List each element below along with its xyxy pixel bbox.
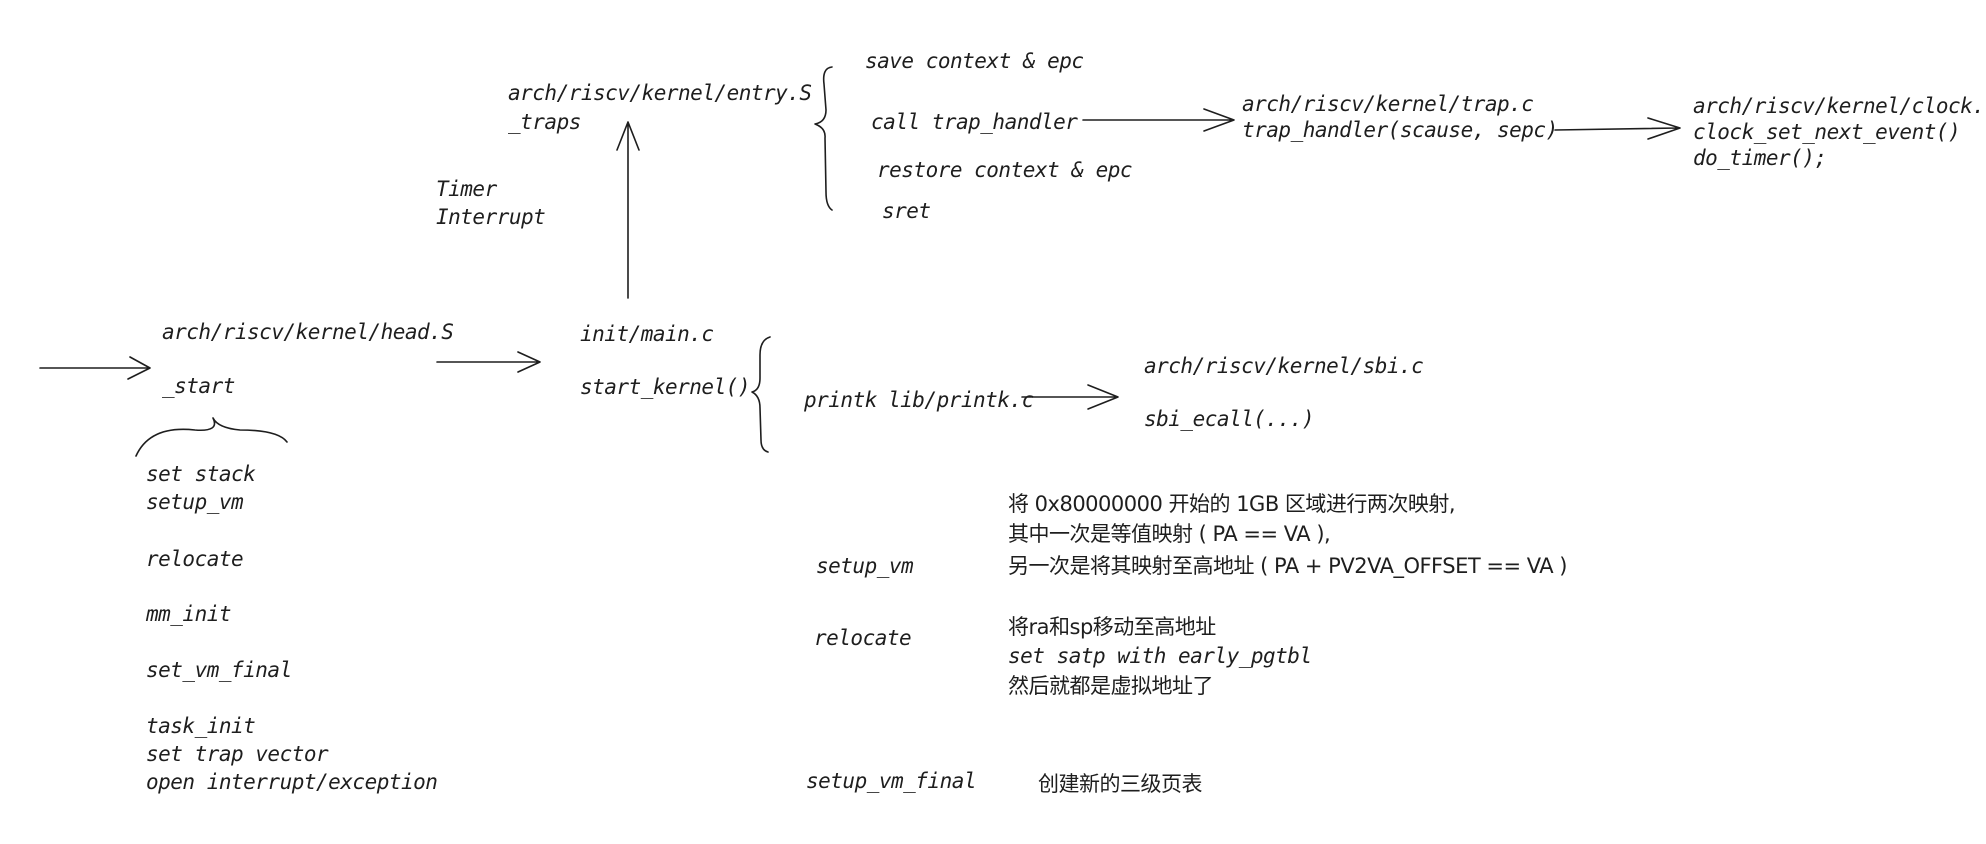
- traps-step-restore-context: restore context & epc: [877, 158, 1133, 182]
- clock-func1-label: clock_set_next_event(): [1693, 120, 1961, 144]
- note-relocate-line3: 然后就都是虚拟地址了: [1008, 674, 1214, 698]
- arrow-trap-to-clock: [1554, 117, 1681, 140]
- start-step-set-vm-final: set_vm_final: [146, 658, 292, 682]
- start-step-set-stack: set stack: [146, 462, 256, 486]
- note-setup-vm-line2: 其中一次是等值映射 ( PA == VA ),: [1008, 522, 1331, 546]
- arrow-entry-to-head: [39, 356, 151, 380]
- sbi-func-label: sbi_ecall(...): [1144, 407, 1315, 431]
- timer-label-line2: Interrupt: [436, 205, 546, 229]
- note-setup-vm-label: setup_vm: [816, 554, 914, 578]
- note-relocate-line1: 将ra和sp移动至高地址: [1008, 615, 1216, 639]
- note-relocate-line2: set satp with early_pgtbl: [1008, 644, 1312, 668]
- start-step-mm-init: mm_init: [146, 602, 232, 626]
- trap-func-label: trap_handler(scause, sepc): [1242, 118, 1558, 142]
- printk-label: printk: [804, 388, 877, 412]
- traps-step-save-context: save context & epc: [865, 49, 1084, 73]
- start-step-open-interrupt: open interrupt/exception: [146, 770, 438, 794]
- start-step-setup-vm: setup_vm: [146, 490, 244, 514]
- brace-traps: [814, 66, 833, 211]
- printk-file-label: lib/printk.c: [888, 388, 1034, 412]
- trap-file-label: arch/riscv/kernel/trap.c: [1242, 92, 1534, 116]
- arrow-head-to-main: [436, 351, 541, 373]
- entry-file-label: arch/riscv/kernel/entry.S: [508, 81, 812, 105]
- timer-label-line1: Timer: [436, 177, 497, 201]
- traps-step-call-handler: call trap_handler: [871, 110, 1078, 134]
- start-step-set-trap-vector: set trap vector: [146, 742, 329, 766]
- sbi-file-label: arch/riscv/kernel/sbi.c: [1144, 354, 1424, 378]
- entry-symbol-label: _traps: [508, 110, 581, 134]
- note-relocate-label: relocate: [814, 626, 912, 650]
- main-func-label: start_kernel(): [580, 375, 751, 399]
- arrow-traps-to-trap: [1082, 108, 1235, 132]
- clock-func2-label: do_timer();: [1693, 146, 1827, 170]
- main-file-label: init/main.c: [580, 322, 714, 346]
- note-setup-vm-line3: 另一次是将其映射至高地址 ( PA + PV2VA_OFFSET == VA ): [1008, 554, 1568, 578]
- head-symbol-label: _start: [162, 374, 235, 398]
- traps-step-sret: sret: [882, 199, 931, 223]
- head-file-label: arch/riscv/kernel/head.S: [162, 320, 454, 344]
- note-setup-vm-line1: 将 0x80000000 开始的 1GB 区域进行两次映射,: [1008, 492, 1456, 516]
- arrow-printk-to-sbi: [1021, 384, 1119, 410]
- clock-file-label: arch/riscv/kernel/clock.c: [1693, 94, 1986, 118]
- brace-start: [135, 417, 288, 457]
- start-step-relocate: relocate: [146, 547, 244, 571]
- brace-start-kernel: [751, 336, 771, 453]
- arrow-main-to-entry: [616, 121, 640, 299]
- note-setup-vm-final-line1: 创建新的三级页表: [1038, 772, 1203, 796]
- start-step-task-init: task_init: [146, 714, 256, 738]
- note-setup-vm-final-label: setup_vm_final: [806, 769, 977, 793]
